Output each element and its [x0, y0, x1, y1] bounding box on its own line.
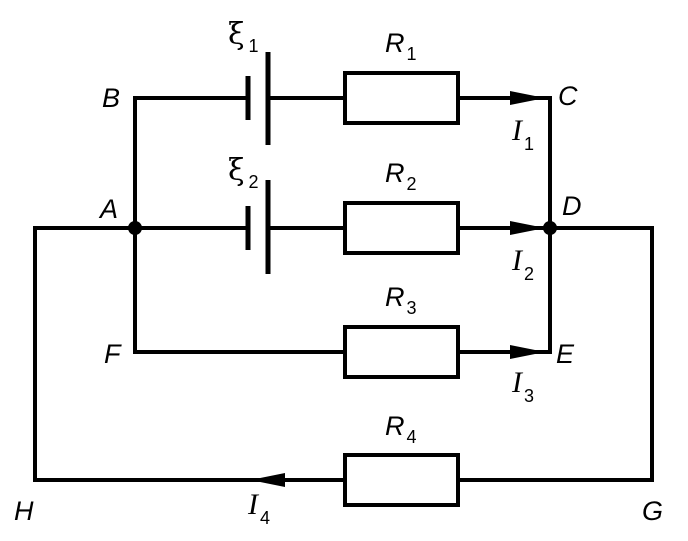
current-arrow-2: [510, 221, 545, 235]
resistor-4: [343, 453, 460, 507]
resistor-sub-2: 2: [407, 174, 417, 194]
node-label-c: C: [558, 81, 578, 111]
node-label-d: D: [562, 191, 582, 221]
current-sub-4: 4: [260, 508, 270, 528]
current-sub-2: 2: [524, 264, 534, 284]
resistor-symbol-3: R: [385, 282, 405, 312]
resistor-sub-4: 4: [407, 427, 417, 447]
branch-3: [133, 226, 552, 379]
emf-sub-2: 2: [249, 172, 259, 192]
current-symbol-4: I: [247, 488, 260, 521]
resistor-symbol-4: R: [385, 411, 405, 441]
current-sub-3: 3: [524, 386, 534, 406]
wire-r3-e-d: [456, 226, 552, 354]
branch-1: [133, 52, 552, 230]
node-label-f: F: [104, 339, 122, 369]
current-sub-1: 1: [524, 134, 534, 154]
current-symbol-3: I: [511, 366, 524, 399]
resistor-symbol-1: R: [385, 28, 405, 58]
branch-2: [133, 180, 552, 274]
wire-r4-h-a: [33, 226, 347, 482]
current-arrow-4: [250, 473, 285, 487]
node-label-g: G: [642, 496, 663, 526]
emf-symbol-2: ξ: [228, 153, 245, 188]
current-symbol-1: I: [511, 114, 524, 147]
wire-r1-c-d: [456, 96, 552, 230]
current-symbol-2: I: [511, 244, 524, 277]
emf-symbol-1: ξ: [228, 17, 245, 52]
resistor-1: [343, 71, 460, 125]
wire-a-f-r3: [133, 226, 347, 354]
resistor-2: [343, 201, 460, 255]
resistor-3: [343, 325, 460, 379]
resistor-symbol-2: R: [385, 158, 405, 188]
wire-a-b-e1: [133, 96, 250, 230]
branch-4: [33, 226, 654, 507]
emf-sub-1: 1: [249, 36, 259, 56]
node-label-a: A: [98, 194, 118, 224]
junction-a: [128, 221, 142, 235]
current-arrow-1: [510, 91, 545, 105]
node-label-e: E: [556, 339, 575, 369]
junction-d: [543, 221, 557, 235]
current-arrow-3: [510, 345, 545, 359]
node-label-h: H: [14, 496, 34, 526]
resistor-sub-3: 3: [407, 298, 417, 318]
wire-d-g-r4: [456, 226, 654, 482]
resistor-sub-1: 1: [407, 44, 417, 64]
node-label-b: B: [102, 83, 120, 113]
